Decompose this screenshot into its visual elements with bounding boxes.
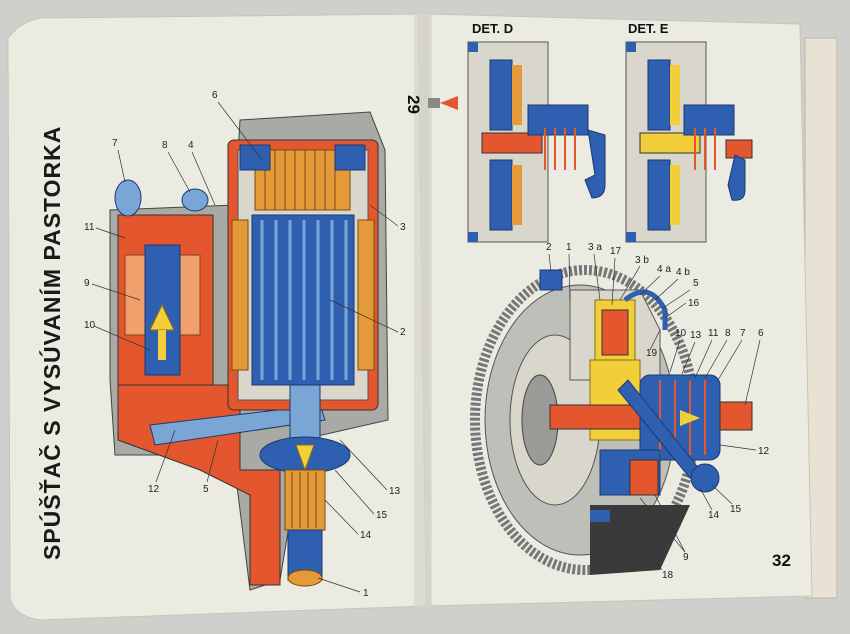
left-page-number: 29 <box>404 95 423 114</box>
detail-d-diagram <box>428 41 606 243</box>
svg-text:3 a: 3 a <box>588 242 602 253</box>
svg-text:15: 15 <box>730 504 742 515</box>
svg-text:3 b: 3 b <box>635 255 649 266</box>
left-callouts: 1 2 3 4 5 6 7 8 9 10 11 12 13 14 15 <box>84 90 406 599</box>
svg-text:14: 14 <box>360 530 372 541</box>
detail-e-label: DET. E <box>628 21 669 36</box>
svg-text:4: 4 <box>188 140 194 151</box>
detail-d-label: DET. D <box>472 21 513 36</box>
svg-text:12: 12 <box>758 446 770 457</box>
svg-text:6: 6 <box>212 90 218 101</box>
svg-text:9: 9 <box>683 552 689 563</box>
flywheel-assembly-diagram <box>470 265 753 575</box>
svg-text:9: 9 <box>84 278 90 289</box>
svg-text:4 a: 4 a <box>657 264 671 275</box>
svg-text:10: 10 <box>675 328 687 339</box>
svg-text:2: 2 <box>546 242 552 253</box>
svg-text:8: 8 <box>725 328 731 339</box>
svg-text:7: 7 <box>740 328 746 339</box>
svg-text:5: 5 <box>203 484 209 495</box>
svg-text:8: 8 <box>162 140 168 151</box>
svg-text:2: 2 <box>400 327 406 338</box>
svg-text:12: 12 <box>148 484 160 495</box>
svg-text:11: 11 <box>84 222 95 233</box>
svg-text:10: 10 <box>84 320 96 331</box>
svg-text:15: 15 <box>376 510 388 521</box>
svg-text:18: 18 <box>662 570 674 581</box>
svg-text:19: 19 <box>646 348 658 359</box>
svg-text:4 b: 4 b <box>676 267 690 278</box>
svg-text:14: 14 <box>708 510 720 521</box>
svg-text:6: 6 <box>758 328 764 339</box>
svg-text:17: 17 <box>610 246 622 257</box>
svg-text:13: 13 <box>389 486 401 497</box>
svg-text:7: 7 <box>112 138 118 149</box>
svg-text:1: 1 <box>363 588 369 599</box>
starter-motor-diagram <box>109 111 389 591</box>
svg-text:13: 13 <box>690 330 702 341</box>
svg-text:1: 1 <box>566 242 572 253</box>
right-callouts: 1 2 3 a 3 b 4 a 4 b 5 6 7 8 9 10 11 12 1… <box>546 242 770 581</box>
svg-text:5: 5 <box>693 278 699 289</box>
svg-text:3: 3 <box>400 222 406 233</box>
right-page-number: 32 <box>772 551 791 570</box>
detail-e-diagram <box>625 41 753 243</box>
svg-text:11: 11 <box>708 328 719 339</box>
page-title: SPÚŠŤAČ S VYSÚVANÍM PASTORKA <box>38 126 65 560</box>
svg-text:16: 16 <box>688 298 700 309</box>
